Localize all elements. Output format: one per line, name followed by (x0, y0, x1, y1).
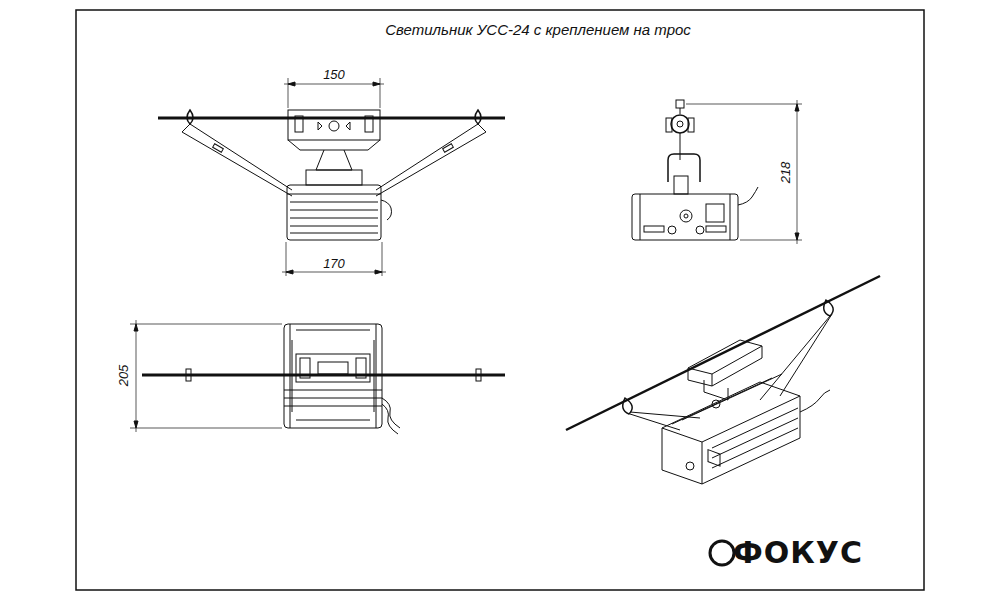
dimension-depth: 205 (117, 362, 130, 388)
dimension-height: 218 (779, 159, 792, 185)
brand-logo: ФОКУС (733, 538, 863, 568)
dimension-width: 170 (321, 257, 347, 270)
drawing-title: Светильник УСС-24 с креплением на трос (385, 22, 691, 37)
dimension-width: 150 (321, 68, 347, 81)
